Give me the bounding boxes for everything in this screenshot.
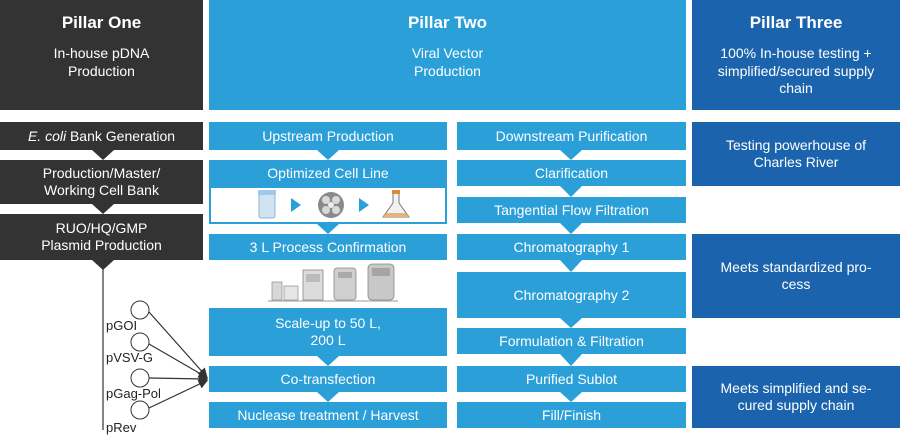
plasmid-arrow-2 <box>149 344 206 377</box>
arrow-notch-down-6 <box>560 354 582 366</box>
arrow-notch-2 <box>92 204 114 214</box>
bioreactor-group-icon <box>268 264 398 301</box>
plasmid-circle-1 <box>131 301 149 319</box>
plasmid-circle-4 <box>131 401 149 419</box>
arrow-notch-up-1 <box>317 150 339 160</box>
arrow-notch-1 <box>92 150 114 160</box>
flask-icon <box>383 190 409 217</box>
plasmid-arrow-4 <box>149 381 206 408</box>
plasmid-arrow-3 <box>149 378 206 379</box>
arrow-notch-down-7 <box>560 392 582 402</box>
plasmid-circle-3 <box>131 369 149 387</box>
arrow-notch-up-2 <box>317 224 339 234</box>
arrow-notch-up-3 <box>317 356 339 366</box>
plasmid-arrow-1 <box>149 312 206 376</box>
arrow-notch-down-1 <box>560 150 582 160</box>
arrow-notch-down-4 <box>560 260 582 272</box>
arrow-notch-down-2 <box>560 186 582 197</box>
arrow-notch-down-5 <box>560 318 582 328</box>
plasmid-circle-2 <box>131 333 149 351</box>
arrow-notch-up-4 <box>317 392 339 402</box>
vial-icon <box>258 190 276 218</box>
arrow-right-icon-2 <box>359 198 369 212</box>
arrow-notch-down-3 <box>560 223 582 234</box>
arrow-right-icon-1 <box>291 198 301 212</box>
microcarrier-bead-icon <box>318 192 344 218</box>
